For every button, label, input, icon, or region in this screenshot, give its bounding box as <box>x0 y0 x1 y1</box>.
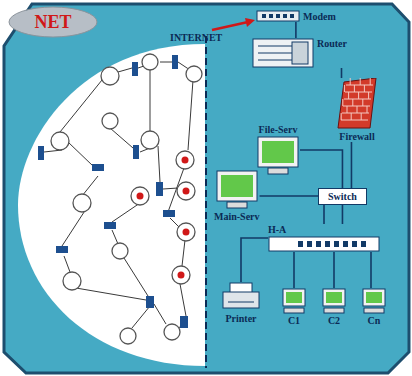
modem-icon <box>256 10 300 22</box>
node-label: Cn <box>368 315 381 326</box>
pc-icon <box>322 288 346 314</box>
node-label: Modem <box>303 11 336 22</box>
network-link <box>241 238 268 282</box>
network-link <box>300 150 342 188</box>
hub-node: H-A <box>268 224 380 252</box>
internet-arrowhead <box>245 18 255 27</box>
monitor-node: Main-Serv <box>214 170 260 222</box>
printer-node: Printer <box>222 282 260 324</box>
firewall-node: Firewall <box>336 78 378 142</box>
monitor-icon <box>256 136 300 176</box>
network-link <box>341 68 343 78</box>
node-label: Printer <box>225 313 256 324</box>
petri-transitions <box>38 55 188 328</box>
node-label: C1 <box>288 315 300 326</box>
monitor-icon <box>215 170 259 210</box>
divider-line <box>205 36 207 368</box>
firewall-icon <box>336 78 378 130</box>
pc-icon <box>362 288 386 314</box>
hub-icon <box>268 236 380 252</box>
router-node: Router <box>252 38 347 68</box>
pc-icon <box>282 288 306 314</box>
pc-node: Cn <box>362 288 386 326</box>
network-link <box>295 22 297 38</box>
network-link <box>333 252 335 288</box>
node-label: Router <box>317 38 347 49</box>
petri-net-region <box>18 44 205 366</box>
network-link <box>370 252 372 288</box>
petri-arcs <box>44 62 193 330</box>
printer-icon <box>222 282 260 312</box>
node-label: Firewall <box>339 131 374 142</box>
petri-tokens <box>137 157 190 279</box>
network-label: INTERNET <box>170 32 222 43</box>
monitor-node: File-Serv <box>256 124 300 176</box>
pc-node: C1 <box>282 288 306 326</box>
frame-panel <box>4 4 409 373</box>
title-oval: NET <box>8 6 98 38</box>
node-label: Switch <box>328 191 357 202</box>
pc-node: C2 <box>322 288 346 326</box>
internet-arrow <box>212 22 248 30</box>
modem-node: Modem <box>256 10 336 22</box>
network-link <box>342 205 344 224</box>
node-label: H-A <box>268 224 286 235</box>
network-link <box>260 196 324 224</box>
network-link <box>351 142 353 188</box>
router-icon <box>252 38 314 68</box>
node-label: Main-Serv <box>214 211 260 222</box>
petri-places <box>51 54 202 344</box>
node-label: File-Serv <box>259 124 298 135</box>
network-link <box>293 252 295 288</box>
node-label: NET <box>34 12 71 33</box>
node-label: C2 <box>328 315 340 326</box>
device-box: Switch <box>318 188 367 205</box>
